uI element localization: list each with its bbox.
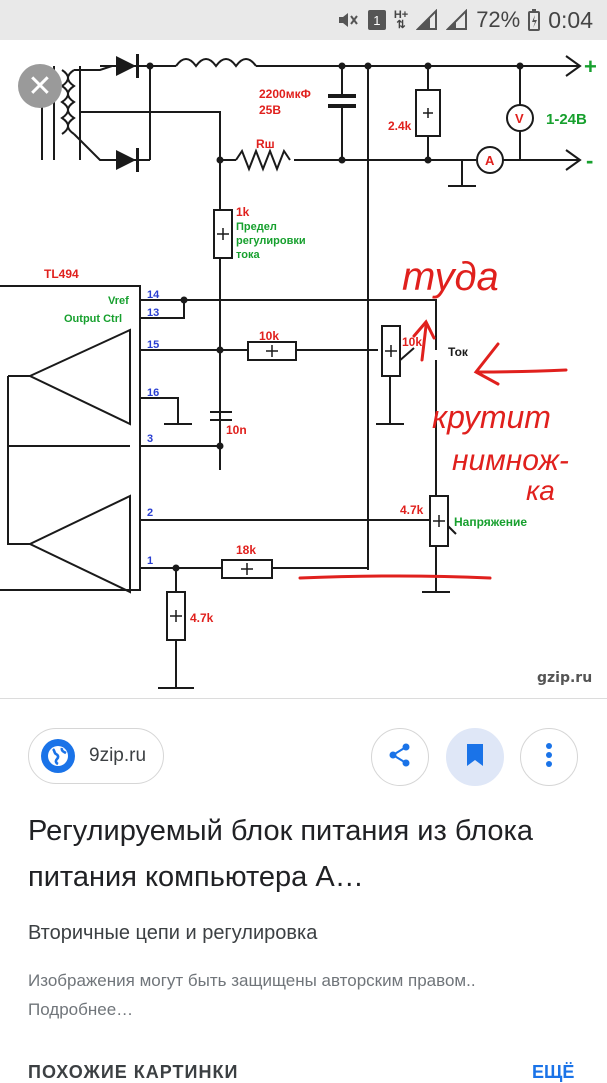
similar-images-heading: ПОХОЖИЕ КАРТИНКИ — [28, 1062, 239, 1082]
resistor-4-7k-a-label: 4.7k — [400, 503, 424, 517]
source-label: 9zip.ru — [89, 745, 147, 766]
network-type: H+⇅ — [393, 9, 409, 31]
battery-percent: 72% — [476, 7, 521, 32]
capacitor-10n-label: 10n — [226, 423, 247, 437]
pin-1-label: 1 — [147, 555, 153, 567]
output-minus-label: - — [586, 148, 593, 173]
pin-16-label: 16 — [147, 387, 159, 399]
resistor-1k-label: 1k — [236, 205, 250, 219]
share-icon — [387, 742, 413, 773]
pin-14-label: 14 — [147, 289, 160, 301]
resistor-4-7k-b-label: 4.7k — [190, 611, 214, 625]
shunt-label: Rш — [256, 137, 275, 151]
result-title[interactable]: Регулируемый блок питания из блока питан… — [28, 815, 533, 893]
current-limit-line-3: тока — [236, 249, 260, 261]
image-viewer[interactable]: + - 1-24В 2200мкФ 25В Rш 2.4k V A 1k Пре… — [0, 40, 607, 698]
battery-icon — [528, 9, 541, 31]
output-plus-label: + — [584, 54, 597, 79]
chip-name-label: TL494 — [44, 267, 79, 281]
tok-label: Ток — [448, 345, 469, 359]
divider — [0, 698, 607, 699]
globe-icon — [41, 739, 75, 773]
current-limit-line-1: Предел — [236, 221, 277, 233]
clock: 0:04 — [548, 6, 593, 33]
watermark: gzip.ru — [537, 670, 593, 686]
ammeter-label: A — [485, 153, 495, 168]
status-bar: 1 H+⇅ 72% 0:04 — [0, 0, 607, 40]
more-options-button[interactable] — [520, 728, 578, 786]
mute-icon — [336, 9, 360, 31]
current-limit-line-2: регулировки — [236, 235, 306, 247]
pin-13-label: 13 — [147, 307, 159, 319]
signal-icon — [416, 9, 438, 31]
signal-icon-2 — [446, 9, 468, 31]
share-button[interactable] — [371, 728, 429, 786]
handwriting-line-3: нимнож- — [452, 444, 569, 477]
more-vert-icon — [545, 742, 553, 773]
pin-3-label: 3 — [147, 433, 153, 445]
bookmark-button[interactable] — [446, 728, 504, 786]
resistor-10k-b-label: 10k — [402, 335, 422, 349]
voltmeter-label: V — [515, 111, 524, 126]
result-subtitle: Вторичные цепи и регулировка — [28, 922, 318, 944]
source-chip[interactable]: 9zip.ru — [28, 728, 164, 784]
more-link[interactable]: ЕЩЁ — [532, 1062, 575, 1082]
capacitor-label: 2200мкФ — [259, 87, 311, 101]
pin-15-label: 15 — [147, 339, 159, 351]
copyright-notice[interactable]: Изображения могут быть защищены авторски… — [28, 971, 476, 1019]
close-button[interactable]: ✕ — [18, 64, 62, 108]
vref-label: Vref — [108, 295, 129, 307]
handwriting-line-2: крутит — [432, 399, 551, 435]
resistor-2-4k-label: 2.4k — [388, 119, 412, 133]
handwriting-line-1: туда — [402, 255, 499, 299]
pin-2-label: 2 — [147, 507, 153, 519]
schematic-image: + - 1-24В 2200мкФ 25В Rш 2.4k V A 1k Пре… — [0, 54, 597, 689]
resistor-18k-label: 18k — [236, 543, 256, 557]
sim-badge: 1 — [367, 10, 386, 30]
output-ctrl-label: Output Ctrl — [64, 313, 122, 325]
close-icon: ✕ — [27, 69, 53, 103]
bookmark-icon — [464, 742, 486, 773]
handwriting-line-4: ка — [526, 475, 555, 506]
capacitor-voltage-label: 25В — [259, 103, 281, 117]
voltage-label: Напряжение — [454, 515, 527, 529]
output-range-label: 1-24В — [546, 111, 587, 128]
resistor-10k-a-label: 10k — [259, 329, 279, 343]
